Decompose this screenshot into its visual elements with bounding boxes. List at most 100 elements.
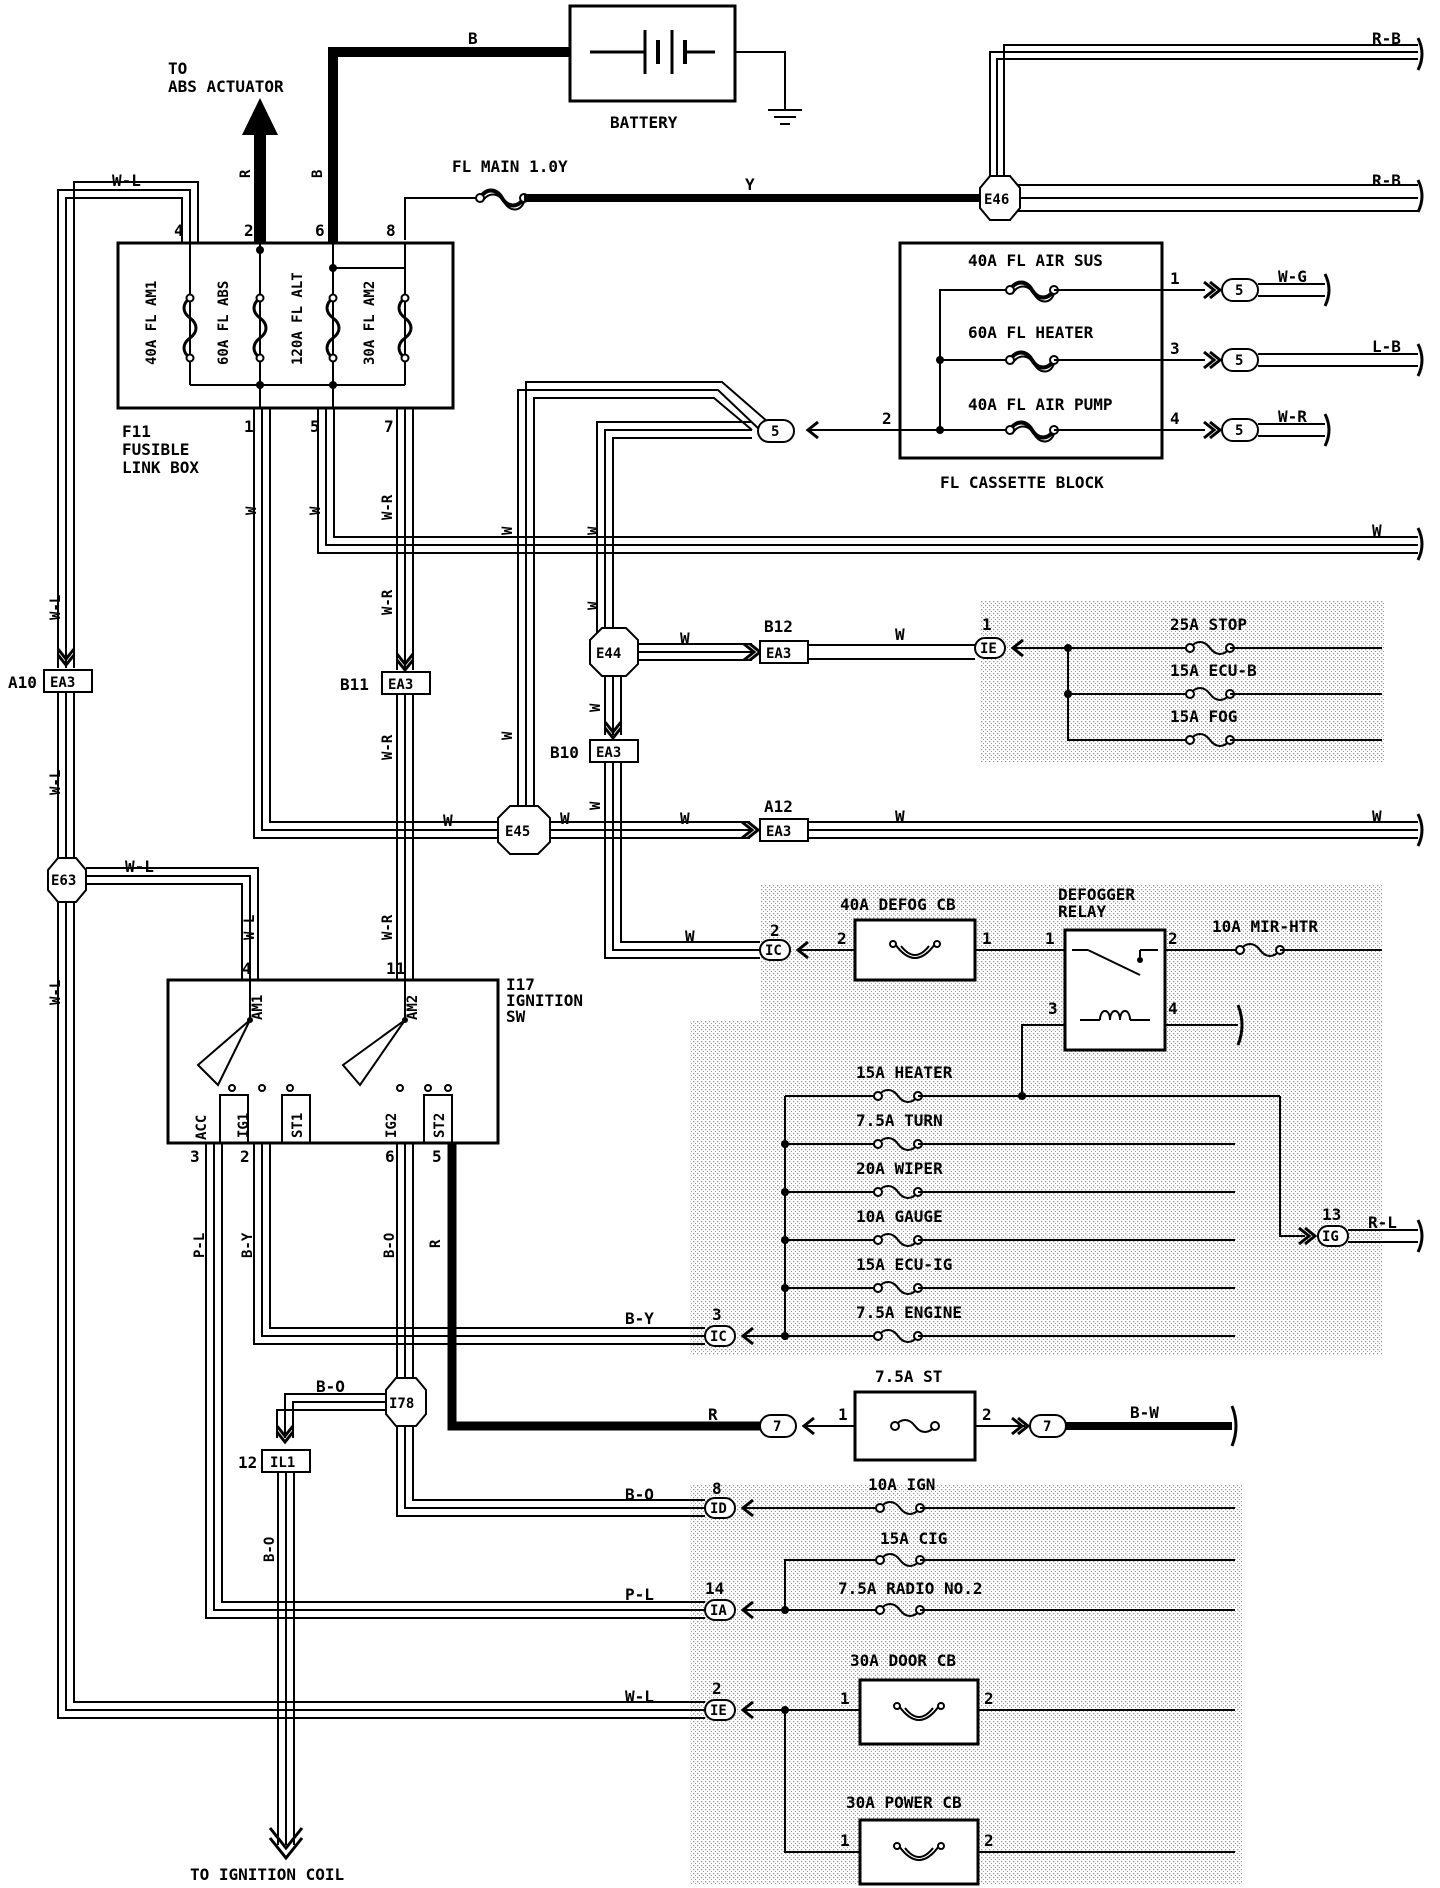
ref-label: A12 bbox=[764, 797, 793, 816]
fuse-engine: 7.5A ENGINE bbox=[856, 1303, 962, 1322]
wire-label: B-O bbox=[382, 1233, 398, 1258]
wire-label: B-O bbox=[316, 1377, 345, 1396]
connector-ea3: EA3 bbox=[766, 824, 791, 840]
connector-il1: IL1 bbox=[270, 1455, 295, 1471]
wire-label: W bbox=[500, 731, 516, 740]
fuse-cig: 15A CIG bbox=[880, 1529, 947, 1548]
connector-5: 5 bbox=[1235, 283, 1243, 299]
wl-wire-left: W-L W-L EA3 A10 W-L E63 W-L W-L W-L W-L bbox=[8, 171, 705, 1719]
pin-label: 1 bbox=[840, 1689, 850, 1708]
connector-ic: IC bbox=[710, 1329, 727, 1345]
cassette-outputs: 1 3 4 5 5 5 W-G L-B W-R bbox=[1170, 267, 1424, 447]
cassette-air-pump: 40A FL AIR PUMP bbox=[968, 395, 1113, 414]
pin-label: 1 bbox=[838, 1405, 848, 1424]
connector-ia: IA bbox=[710, 1603, 727, 1619]
cassette-label: FL CASSETTE BLOCK bbox=[940, 473, 1104, 492]
ignition-switch: AM1 AM2 ACC IG1 ST1 IG2 ST2 4 11 I17 IGN… bbox=[166, 959, 583, 1166]
pin-label: 3 bbox=[190, 1147, 200, 1166]
wire-label: W bbox=[680, 629, 690, 648]
ref-label: A10 bbox=[8, 673, 37, 692]
pin-label: 7 bbox=[384, 417, 394, 436]
fusible-link-box: 40A FL AM1 60A FL ABS 120A FL ALT 30A FL… bbox=[116, 221, 455, 477]
pin-label: 8 bbox=[386, 221, 396, 240]
pin-label: 5 bbox=[432, 1147, 442, 1166]
pin-label: 1 bbox=[840, 1831, 850, 1850]
pin-label: 2 bbox=[712, 1679, 722, 1698]
fl-cassette-block: 40A FL AIR SUS 60A FL HEATER 40A FL AIR … bbox=[757, 241, 1424, 492]
connector-ie: IE bbox=[980, 641, 997, 657]
wire-label: Y bbox=[745, 175, 755, 194]
abs-label-2: ABS ACTUATOR bbox=[168, 77, 284, 96]
fusible-name-2: LINK BOX bbox=[122, 458, 199, 477]
connector-ic: IC bbox=[765, 943, 782, 959]
w-wire-pin5: W W bbox=[308, 408, 1424, 561]
wire-label: B-Y bbox=[625, 1309, 654, 1328]
wire-label: W-R bbox=[380, 734, 396, 760]
fuse-st: 7.5A ST bbox=[875, 1367, 942, 1386]
fuse-gauge: 10A GAUGE bbox=[856, 1207, 943, 1226]
pin-label: 2 bbox=[984, 1831, 994, 1850]
term-ig1: IG1 bbox=[236, 1113, 252, 1138]
wire-label: W bbox=[586, 526, 602, 535]
fuse-power-cb: 30A POWER CB bbox=[846, 1793, 962, 1812]
pin-label: 1 bbox=[244, 417, 254, 436]
fuse-fog: 15A FOG bbox=[1170, 707, 1237, 726]
ign-name-1: IGNITION bbox=[506, 991, 583, 1010]
connector-7: 7 bbox=[1043, 1419, 1051, 1435]
fusible-name-1: FUSIBLE bbox=[122, 440, 189, 459]
pin-label: 3 bbox=[712, 1305, 722, 1324]
connector-ea3: EA3 bbox=[388, 677, 413, 693]
defog-section: IC 2 2 1 40A DEFOG CB DEFOGGER RELAY 1 2… bbox=[759, 885, 1382, 1096]
pin-label: 2 bbox=[244, 221, 254, 240]
junction-e45: E45 bbox=[505, 824, 530, 840]
pin-label: 8 bbox=[712, 1479, 722, 1498]
ig-fuse-block: 15A HEATER 7.5A TURN 20A WIPER 10A GAUGE… bbox=[704, 1063, 1424, 1347]
fusible-id: F11 bbox=[122, 422, 151, 441]
term-st1: ST1 bbox=[290, 1113, 306, 1138]
fuse-door-cb: 30A DOOR CB bbox=[850, 1651, 956, 1670]
pin-label: 5 bbox=[310, 417, 320, 436]
cassette-air-sus: 40A FL AIR SUS bbox=[968, 251, 1103, 270]
pin-label: 3 bbox=[1170, 339, 1180, 358]
junction-e63: E63 bbox=[51, 873, 76, 889]
connector-5: 5 bbox=[1235, 423, 1243, 439]
pin-label: 1 bbox=[1045, 929, 1055, 948]
wire-label: W bbox=[308, 506, 324, 515]
wire-label: B-Y bbox=[240, 1232, 256, 1258]
ref-label: B10 bbox=[550, 743, 579, 762]
term-am1: AM1 bbox=[250, 995, 266, 1020]
shaded-areas bbox=[690, 600, 1384, 1885]
wire-label: W-L bbox=[112, 171, 141, 190]
wire-label: W bbox=[1372, 807, 1382, 826]
wire-label: W bbox=[560, 809, 570, 828]
wire-label: W-L bbox=[242, 915, 258, 940]
cassette-heater: 60A FL HEATER bbox=[968, 323, 1094, 342]
wire-label: R bbox=[428, 1239, 444, 1248]
junction-e46: E46 bbox=[984, 192, 1009, 208]
wire-label: W bbox=[685, 927, 695, 946]
pin-label: 4 bbox=[174, 221, 184, 240]
wire-label: W-L bbox=[48, 980, 64, 1005]
wire-label: P-L bbox=[625, 1585, 654, 1604]
fl-alt-label: 120A FL ALT bbox=[290, 272, 306, 365]
pin-label: 3 bbox=[1048, 999, 1058, 1018]
wire-label: W-G bbox=[1278, 267, 1307, 286]
wire-label: W bbox=[1372, 521, 1382, 540]
battery: BATTERY bbox=[568, 4, 802, 132]
wire-label: R bbox=[708, 1405, 718, 1424]
wire-label: B bbox=[310, 170, 326, 178]
connector-ea3: EA3 bbox=[766, 646, 791, 662]
connector-ie: IE bbox=[710, 1703, 727, 1719]
fuse-ign: 10A IGN bbox=[868, 1475, 935, 1494]
wire-label: W bbox=[588, 703, 604, 712]
wire-label: R bbox=[238, 169, 254, 178]
wire-label: B bbox=[468, 29, 478, 48]
acc-fuse-block: ID 8 10A IGN IA 14 15A CIG 7.5A RADIO NO… bbox=[704, 1475, 1235, 1886]
wire-label: W-R bbox=[380, 914, 396, 940]
connector-id: ID bbox=[710, 1501, 727, 1517]
wire-label: B-O bbox=[625, 1485, 654, 1504]
stop-fuse-block: IE 1 25A STOP 15A ECU-B 15A FOG bbox=[974, 615, 1382, 747]
wire-label: B-O bbox=[262, 1537, 278, 1562]
pin-label: 2 bbox=[984, 1689, 994, 1708]
